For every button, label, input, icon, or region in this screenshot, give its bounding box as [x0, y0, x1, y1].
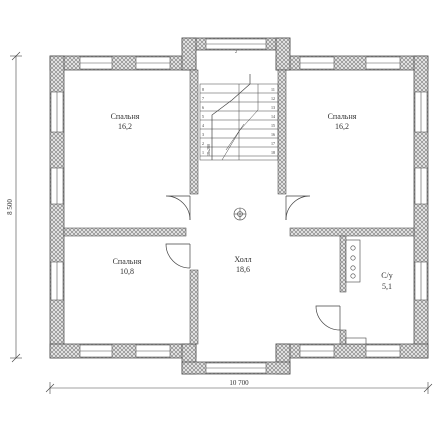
door-bedroom-upper-left	[165, 195, 191, 221]
stair-step-number: 5	[202, 114, 204, 119]
stair-step-number: 12	[271, 96, 275, 101]
stair-step-number: 8	[202, 87, 204, 92]
room-name-bedroom-bottom-left: Спальня	[113, 257, 142, 266]
stair-numbers-right: 11 12 13 14 15 16 17 18	[271, 87, 275, 155]
stair-step-number: 18	[271, 150, 275, 155]
ceiling-light-icon	[233, 207, 247, 221]
room-name-bedroom-top-left: Спальня	[111, 112, 140, 121]
room-area-bedroom-top-left: 16,2	[118, 122, 132, 131]
stair-step-number: 1	[202, 150, 204, 155]
stair-step-number: 6	[202, 105, 204, 110]
stair-step-number: 3	[202, 132, 204, 137]
wall-hall-left-lower	[189, 269, 199, 345]
room-name-hall: Холл	[234, 255, 251, 264]
interior-walls	[63, 69, 415, 345]
wall-mid-left	[63, 227, 187, 237]
wall-bottom-right	[275, 343, 429, 359]
stair-step-number: 17	[271, 141, 275, 146]
stair-top-mark: 2	[235, 49, 237, 54]
stair-step-number: 15	[271, 123, 275, 128]
stair-step-number: 4	[202, 123, 204, 128]
staircase	[199, 74, 279, 161]
door-bedroom-lower-left	[165, 243, 191, 269]
room-area-bedroom-bottom-left: 10,8	[120, 267, 134, 276]
wall-hall-left-upper	[189, 69, 199, 195]
room-area-bedroom-top-right: 16,2	[335, 122, 349, 131]
windows	[50, 38, 428, 374]
wall-stair-left	[181, 37, 197, 71]
wall-bath-left	[339, 235, 347, 293]
dimension-height	[10, 51, 22, 363]
wall-stair-right	[275, 37, 291, 71]
stair-step-number: 11	[271, 87, 275, 92]
dimension-height-label: 8 500	[6, 199, 14, 215]
dimension-width	[45, 382, 433, 394]
wall-bath-left-lower	[339, 329, 347, 345]
shower-cabinet	[345, 239, 361, 283]
stair-step-number: 16	[271, 132, 275, 137]
room-name-bathroom: С/у	[381, 271, 393, 280]
stair-numbers-left: 8 7 6 5 4 3 2 1	[202, 87, 204, 155]
bathroom-fixtures	[345, 239, 367, 345]
sink	[345, 337, 367, 345]
room-labels: Спальня 16,2 Спальня 16,2 Спальня 10,8 Х…	[111, 112, 393, 291]
wall-hall-right-upper	[277, 69, 287, 195]
wall-top-left	[49, 55, 197, 71]
room-name-bedroom-top-right: Спальня	[328, 112, 357, 121]
room-area-hall: 18,6	[236, 265, 250, 274]
stair-step-number: 13	[271, 105, 275, 110]
door-bedroom-upper-right	[285, 195, 311, 221]
stair-flight-label: 18х280	[206, 144, 211, 156]
doors	[165, 195, 341, 331]
room-area-bathroom: 5,1	[382, 282, 392, 291]
stair-step-number: 7	[202, 96, 204, 101]
wall-mid-right	[289, 227, 415, 237]
door-bathroom	[315, 305, 341, 331]
wall-top-right	[275, 55, 429, 71]
dimension-width-label: 10 700	[229, 379, 249, 387]
wall-bottom-left	[49, 343, 197, 359]
stair-step-number: 14	[271, 114, 275, 119]
stair-step-number: 2	[202, 141, 204, 146]
